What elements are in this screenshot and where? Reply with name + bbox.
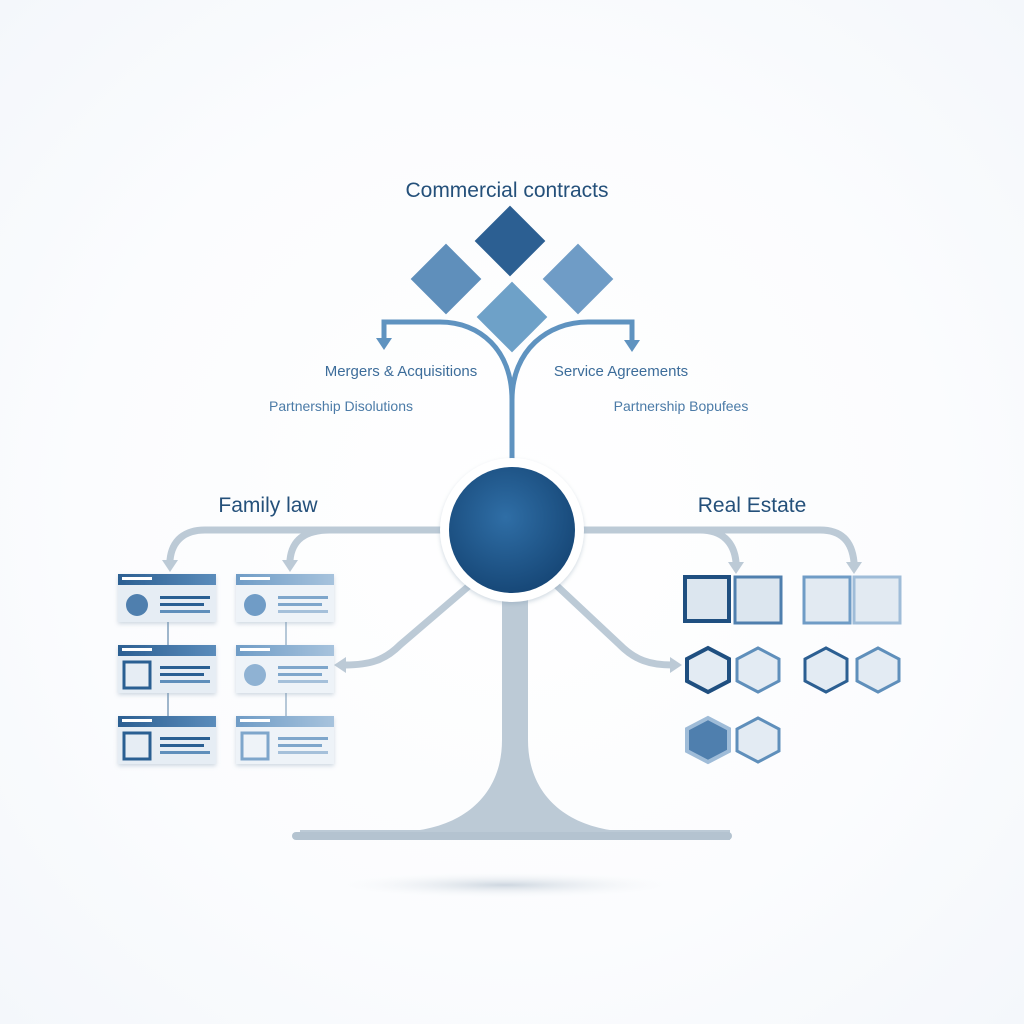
diamond-top	[474, 205, 546, 277]
diamond-right	[542, 243, 614, 315]
diamond-left	[410, 243, 482, 315]
document-card	[236, 645, 334, 693]
document-card	[236, 574, 334, 622]
floor-shadow	[320, 871, 690, 899]
family-law-title: Family law	[218, 494, 318, 517]
square-tiles	[683, 575, 902, 625]
scale-stand	[292, 600, 732, 840]
hexagon-tiles	[685, 645, 901, 765]
arrow-head-right-top	[624, 340, 640, 352]
side-branch-connectors	[166, 526, 858, 669]
commercial-contracts-diamonds	[410, 205, 614, 353]
central-hub	[440, 458, 584, 602]
document-card	[118, 645, 216, 693]
side-arrow-heads	[162, 560, 862, 673]
document-card	[118, 716, 216, 764]
top-branch-connectors	[381, 319, 635, 465]
document-card	[118, 574, 216, 622]
real-estate-shapes	[683, 575, 902, 765]
diamond-bottom	[476, 281, 548, 353]
service-agreements-label: Service Agreements	[554, 363, 688, 380]
commercial-contracts-title: Commercial contracts	[405, 179, 608, 202]
document-card	[236, 716, 334, 764]
partnership-disolutions-label: Partnership Disolutions	[269, 398, 413, 414]
family-law-cards	[118, 574, 334, 764]
arrow-head-left-top	[376, 338, 392, 350]
mergers-acquisitions-label: Mergers & Acquisitions	[325, 363, 478, 380]
real-estate-title: Real Estate	[698, 494, 807, 517]
partnership-bopufees-label: Partnership Bopufees	[614, 398, 749, 414]
